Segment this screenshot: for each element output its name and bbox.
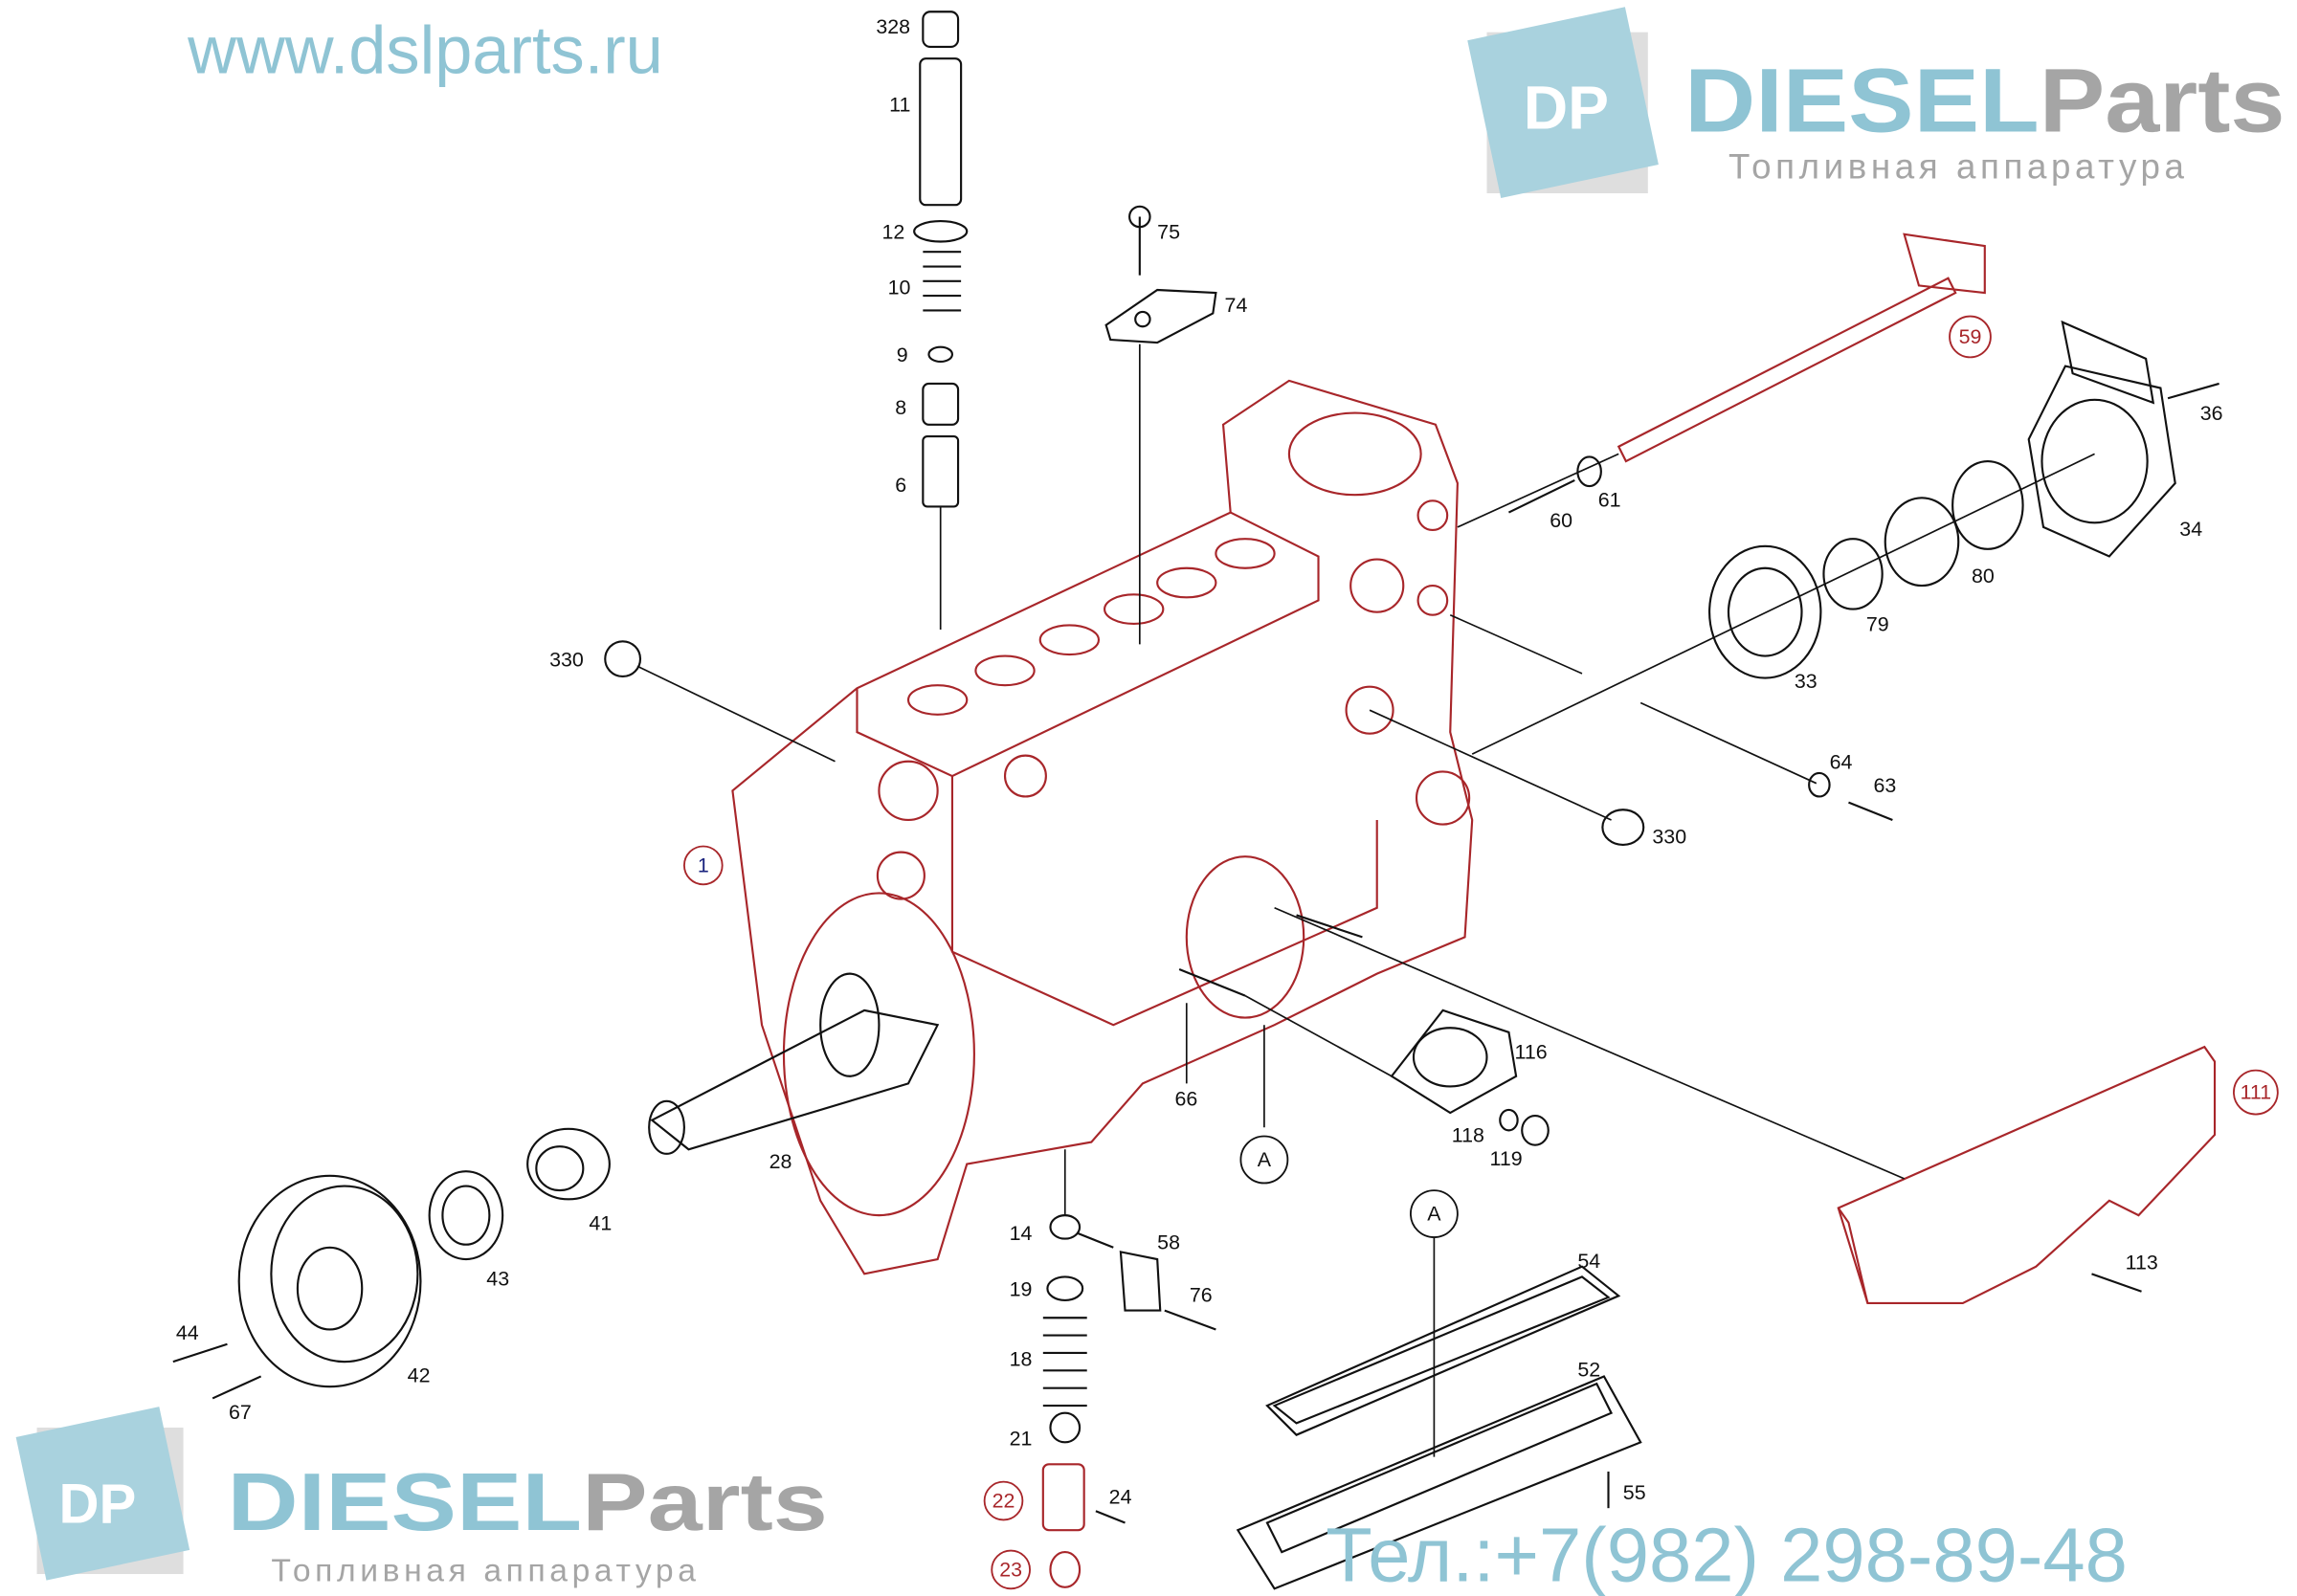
callout-36[interactable]: 36 xyxy=(2200,402,2223,425)
callout-61[interactable]: 61 xyxy=(1598,488,1621,511)
callout-113[interactable]: 113 xyxy=(2126,1252,2158,1275)
brand-parts-bottom: Parts xyxy=(582,1456,828,1548)
callout-A-upper[interactable]: A xyxy=(1239,1135,1289,1185)
pulley-42 xyxy=(237,1174,422,1388)
callout-330-right[interactable]: 330 xyxy=(1652,825,1686,848)
drive-shaft xyxy=(648,972,940,1155)
callout-44[interactable]: 44 xyxy=(176,1321,199,1344)
callout-9[interactable]: 9 xyxy=(897,344,908,366)
stud-and-flange xyxy=(1178,914,1550,1146)
svg-text:A: A xyxy=(1427,1203,1441,1226)
callout-80[interactable]: 80 xyxy=(1972,565,1995,587)
watermark-top-left: www.dslparts.ru xyxy=(187,12,663,88)
cover-plate-111 xyxy=(1274,906,2217,1305)
callout-43[interactable]: 43 xyxy=(486,1268,509,1291)
callout-75[interactable]: 75 xyxy=(1157,220,1180,243)
governor-parts xyxy=(1041,1149,1216,1588)
callout-118[interactable]: 118 xyxy=(1452,1124,1484,1147)
callout-330-left[interactable]: 330 xyxy=(549,648,584,671)
callout-60[interactable]: 60 xyxy=(1550,509,1572,532)
callout-21[interactable]: 21 xyxy=(1010,1427,1033,1450)
callout-28[interactable]: 28 xyxy=(769,1150,792,1173)
callout-33[interactable]: 33 xyxy=(1795,670,1818,693)
callout-23[interactable]: 23 xyxy=(991,1549,1031,1590)
svg-text:A: A xyxy=(1258,1148,1272,1171)
callout-8[interactable]: 8 xyxy=(895,396,906,419)
callout-66[interactable]: 66 xyxy=(1175,1087,1198,1110)
callout-12[interactable]: 12 xyxy=(881,220,904,243)
callout-59[interactable]: 59 xyxy=(1949,315,1992,359)
callout-11[interactable]: 11 xyxy=(889,93,910,116)
callout-63[interactable]: 63 xyxy=(1873,774,1896,797)
callout-18[interactable]: 18 xyxy=(1010,1348,1033,1371)
callout-54[interactable]: 54 xyxy=(1577,1250,1600,1273)
svg-text:1: 1 xyxy=(698,853,709,876)
svg-text:23: 23 xyxy=(999,1558,1022,1581)
logo-mark: DP xyxy=(1524,74,1609,143)
logo-tile xyxy=(1467,7,1659,198)
callout-119[interactable]: 119 xyxy=(1490,1147,1523,1170)
callout-52[interactable]: 52 xyxy=(1577,1358,1600,1381)
bracket-74 xyxy=(1104,205,1217,645)
brand-tagline: Топливная аппаратура xyxy=(1728,147,2189,187)
callout-labels: 328 11 12 10 9 8 6 75 74 330 1 59 36 34 … xyxy=(176,15,2279,1590)
brand-parts: Parts xyxy=(2040,51,2286,152)
callout-41[interactable]: 41 xyxy=(589,1211,612,1234)
callout-64[interactable]: 64 xyxy=(1830,750,1853,773)
callout-14[interactable]: 14 xyxy=(1010,1222,1033,1245)
gasket-54-and-cover-52 xyxy=(1236,1237,1642,1590)
svg-text:111: 111 xyxy=(2241,1081,2272,1104)
seal-43 xyxy=(428,1170,504,1261)
callout-22[interactable]: 22 xyxy=(983,1480,1024,1521)
callout-328[interactable]: 328 xyxy=(876,15,910,38)
plug-330-left xyxy=(604,640,836,763)
callout-111[interactable]: 111 xyxy=(2233,1069,2279,1116)
callout-55[interactable]: 55 xyxy=(1623,1481,1646,1504)
callout-10[interactable]: 10 xyxy=(888,277,911,299)
svg-text:22: 22 xyxy=(992,1490,1015,1513)
plug-330-right xyxy=(1601,809,1645,847)
callout-76[interactable]: 76 xyxy=(1190,1283,1213,1306)
bearing-41 xyxy=(526,1127,611,1201)
callout-1[interactable]: 1 xyxy=(682,845,724,886)
brand-diesel-bottom: DIESEL xyxy=(227,1456,582,1548)
callout-34[interactable]: 34 xyxy=(2179,518,2202,541)
svg-text:59: 59 xyxy=(1959,325,1982,348)
screws-44-67 xyxy=(172,1342,262,1400)
callout-6[interactable]: 6 xyxy=(895,474,906,497)
valve-60-61 xyxy=(1507,455,1602,514)
brand-tagline-bottom: Топливная аппаратура xyxy=(271,1554,700,1589)
phone-watermark: Тел.:+7(982) 298-89-48 xyxy=(1326,1513,2128,1596)
callout-116[interactable]: 116 xyxy=(1515,1040,1548,1063)
callout-A-lower[interactable]: A xyxy=(1410,1189,1459,1239)
control-rack-59 xyxy=(1457,233,1986,528)
logo-mark-bottom: DP xyxy=(58,1473,136,1535)
delivery-valve-stack xyxy=(913,11,969,631)
pump-housing xyxy=(731,379,1474,1275)
site-url-watermark: www.dslparts.ru xyxy=(187,12,663,88)
rear-bearing-assembly xyxy=(1369,320,2219,821)
callout-67[interactable]: 67 xyxy=(229,1401,252,1424)
callout-24[interactable]: 24 xyxy=(1109,1486,1132,1509)
brand-diesel: DIESEL xyxy=(1684,51,2040,152)
screw-63 xyxy=(1808,771,1893,821)
callout-19[interactable]: 19 xyxy=(1010,1277,1033,1300)
callout-42[interactable]: 42 xyxy=(408,1364,431,1387)
callout-79[interactable]: 79 xyxy=(1866,613,1889,636)
callout-74[interactable]: 74 xyxy=(1225,294,1248,317)
callout-58[interactable]: 58 xyxy=(1157,1230,1180,1253)
